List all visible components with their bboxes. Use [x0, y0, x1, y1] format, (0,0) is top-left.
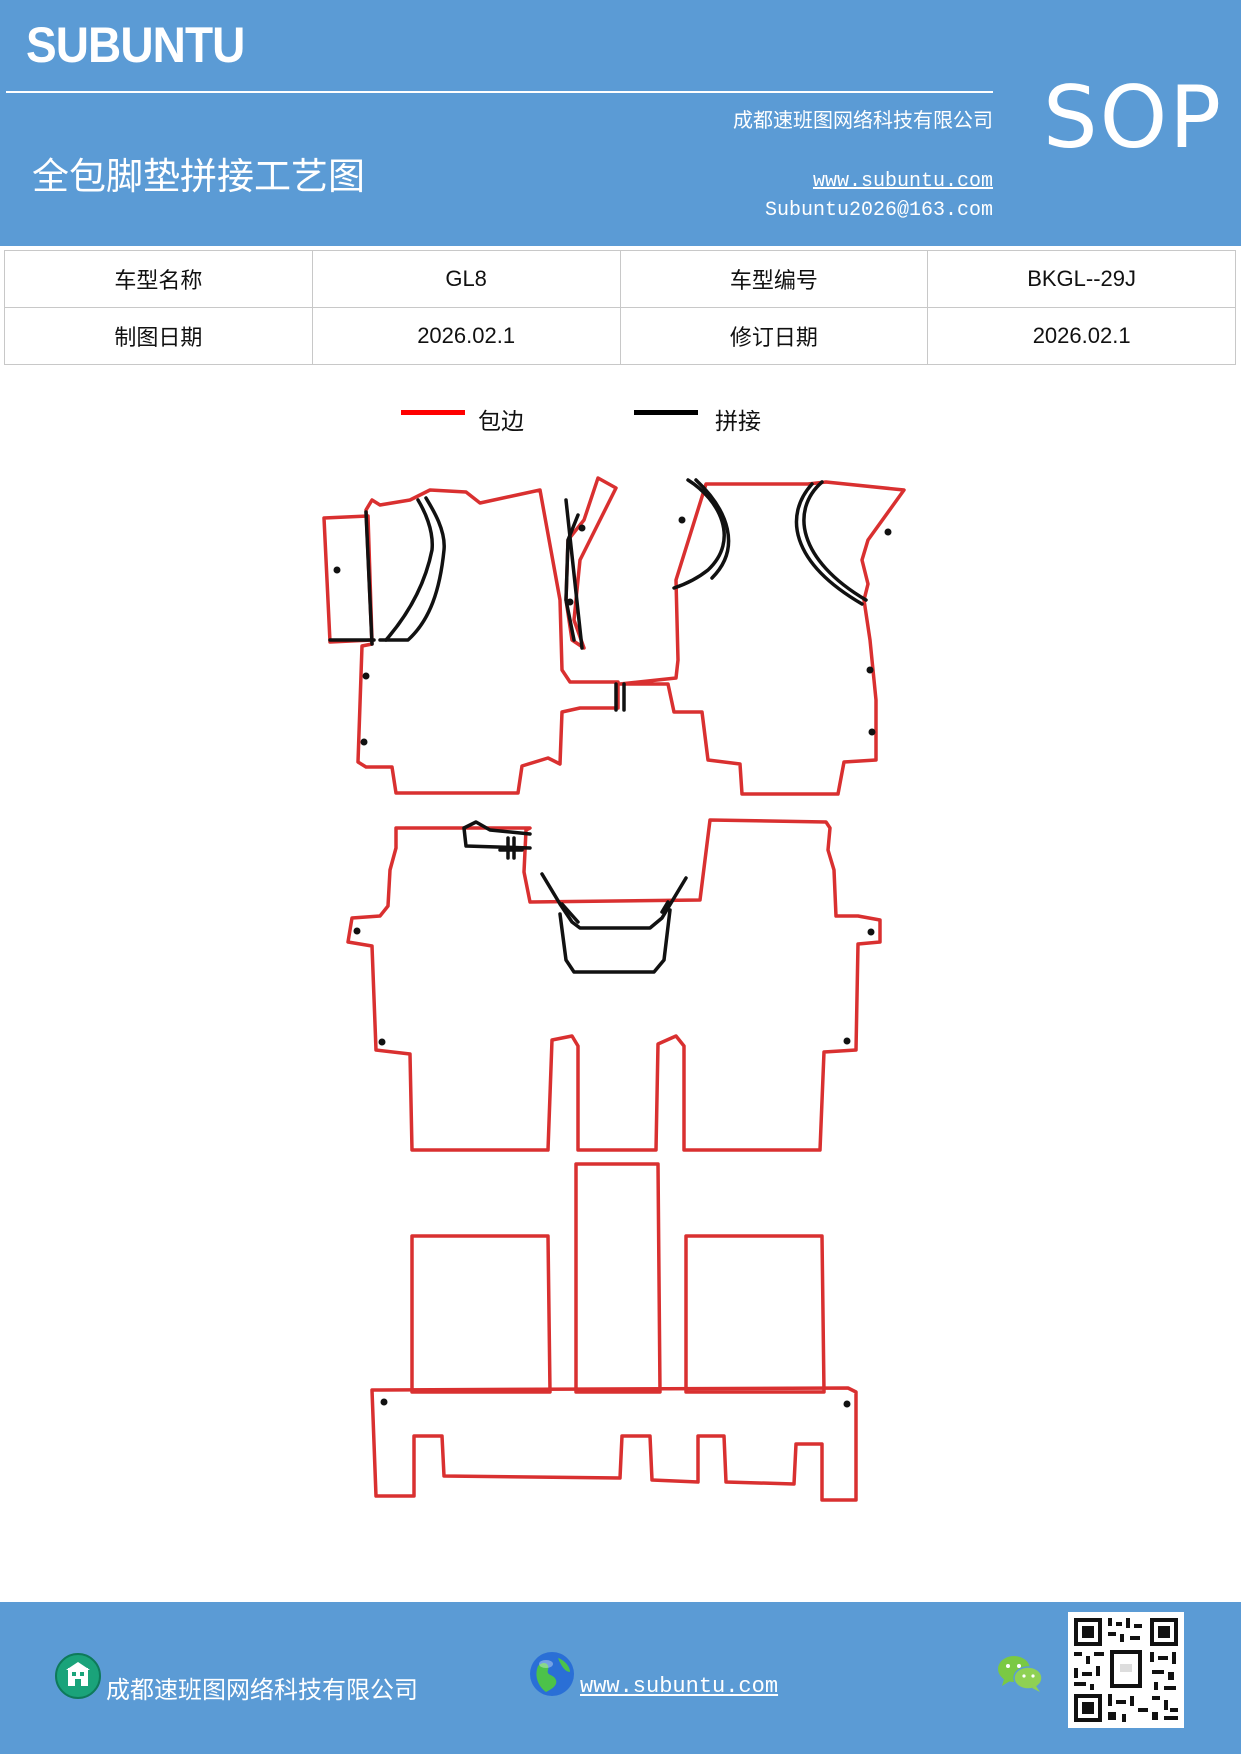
front-right-arc-a — [802, 480, 868, 602]
header-divider — [6, 91, 993, 93]
model-code-value: BKGL--29J — [927, 250, 1236, 308]
front-left-seam-arc-1 — [378, 496, 446, 642]
mounting-hole — [380, 1398, 388, 1406]
mounting-hole — [843, 1037, 851, 1045]
globe-icon — [530, 1652, 574, 1696]
floor-mat-diagram — [322, 476, 906, 1502]
table-row: 车型名称 GL8 车型编号 BKGL--29J — [4, 250, 1236, 308]
mounting-hole — [378, 1038, 386, 1046]
draw-date-value: 2026.02.1 — [311, 307, 621, 365]
rear-center-strip — [574, 1162, 662, 1394]
legend-red-swatch — [401, 410, 465, 415]
mounting-hole — [360, 738, 368, 746]
building-icon — [55, 1653, 101, 1699]
front-right-seam-b — [694, 478, 731, 580]
front-left-pillar-seam-2 — [564, 513, 580, 642]
middle-top-seam — [462, 820, 532, 850]
legend-edge-label: 包边 — [478, 409, 524, 435]
front-right-mat-outline — [618, 480, 906, 796]
mounting-hole — [578, 524, 586, 532]
middle-tunnel-seam-outer — [540, 872, 688, 930]
sop-badge: SOP — [1043, 68, 1224, 168]
legend-black-swatch — [634, 410, 698, 415]
mounting-hole — [333, 566, 341, 574]
middle-tunnel-seam-inner — [560, 900, 670, 924]
mounting-hole — [353, 927, 361, 935]
front-left-seam-arc-2 — [384, 498, 434, 642]
qr-code — [1068, 1612, 1184, 1728]
front-left-seam-outer — [364, 510, 374, 646]
table-row: 制图日期 2026.02.1 修订日期 2026.02.1 — [4, 307, 1236, 365]
revision-date-value: 2026.02.1 — [927, 307, 1236, 365]
draw-date-label: 制图日期 — [4, 307, 313, 365]
mounting-hole — [843, 1400, 851, 1408]
mounting-hole — [566, 598, 574, 606]
front-right-seam-a — [672, 478, 726, 590]
middle-mat-outline — [346, 818, 882, 1152]
mounting-hole — [362, 672, 370, 680]
mounting-hole — [867, 928, 875, 936]
mounting-hole — [868, 728, 876, 736]
legend-seam-label: 拼接 — [715, 409, 761, 435]
rear-right-mat — [684, 1234, 826, 1394]
mounting-hole — [884, 528, 892, 536]
info-table: 车型名称 GL8 车型编号 BKGL--29J 制图日期 2026.02.1 修… — [4, 250, 1236, 365]
header-website-link[interactable]: www.subuntu.com — [812, 170, 993, 193]
document-title: 全包脚垫拼接工艺图 — [32, 155, 365, 198]
footer-company: 成都速班图网络科技有限公司 — [106, 1676, 418, 1704]
middle-pin-mark — [498, 836, 524, 860]
model-name-label: 车型名称 — [4, 250, 313, 308]
front-left-mat-outline — [356, 488, 620, 795]
header-banner — [0, 0, 1241, 246]
header-company: 成都速班图网络科技有限公司 — [733, 108, 993, 132]
front-right-arc-b — [794, 482, 864, 606]
footer-website-link[interactable]: www.subuntu.com — [580, 1674, 779, 1699]
rear-bench-mat — [370, 1386, 858, 1502]
brand-logo: SUBUNTU — [26, 17, 245, 73]
revision-date-label: 修订日期 — [619, 307, 929, 365]
front-left-pillar-seam — [564, 498, 584, 650]
wechat-icon[interactable] — [996, 1652, 1044, 1694]
mounting-hole — [678, 516, 686, 524]
middle-tunnel-seam-lower — [558, 908, 672, 974]
rear-left-mat — [410, 1234, 552, 1394]
model-name-value: GL8 — [311, 250, 621, 308]
model-code-label: 车型编号 — [619, 250, 929, 308]
header-email: Subuntu2026@163.com — [764, 199, 993, 222]
front-left-side-flap — [322, 514, 374, 644]
mounting-hole — [866, 666, 874, 674]
